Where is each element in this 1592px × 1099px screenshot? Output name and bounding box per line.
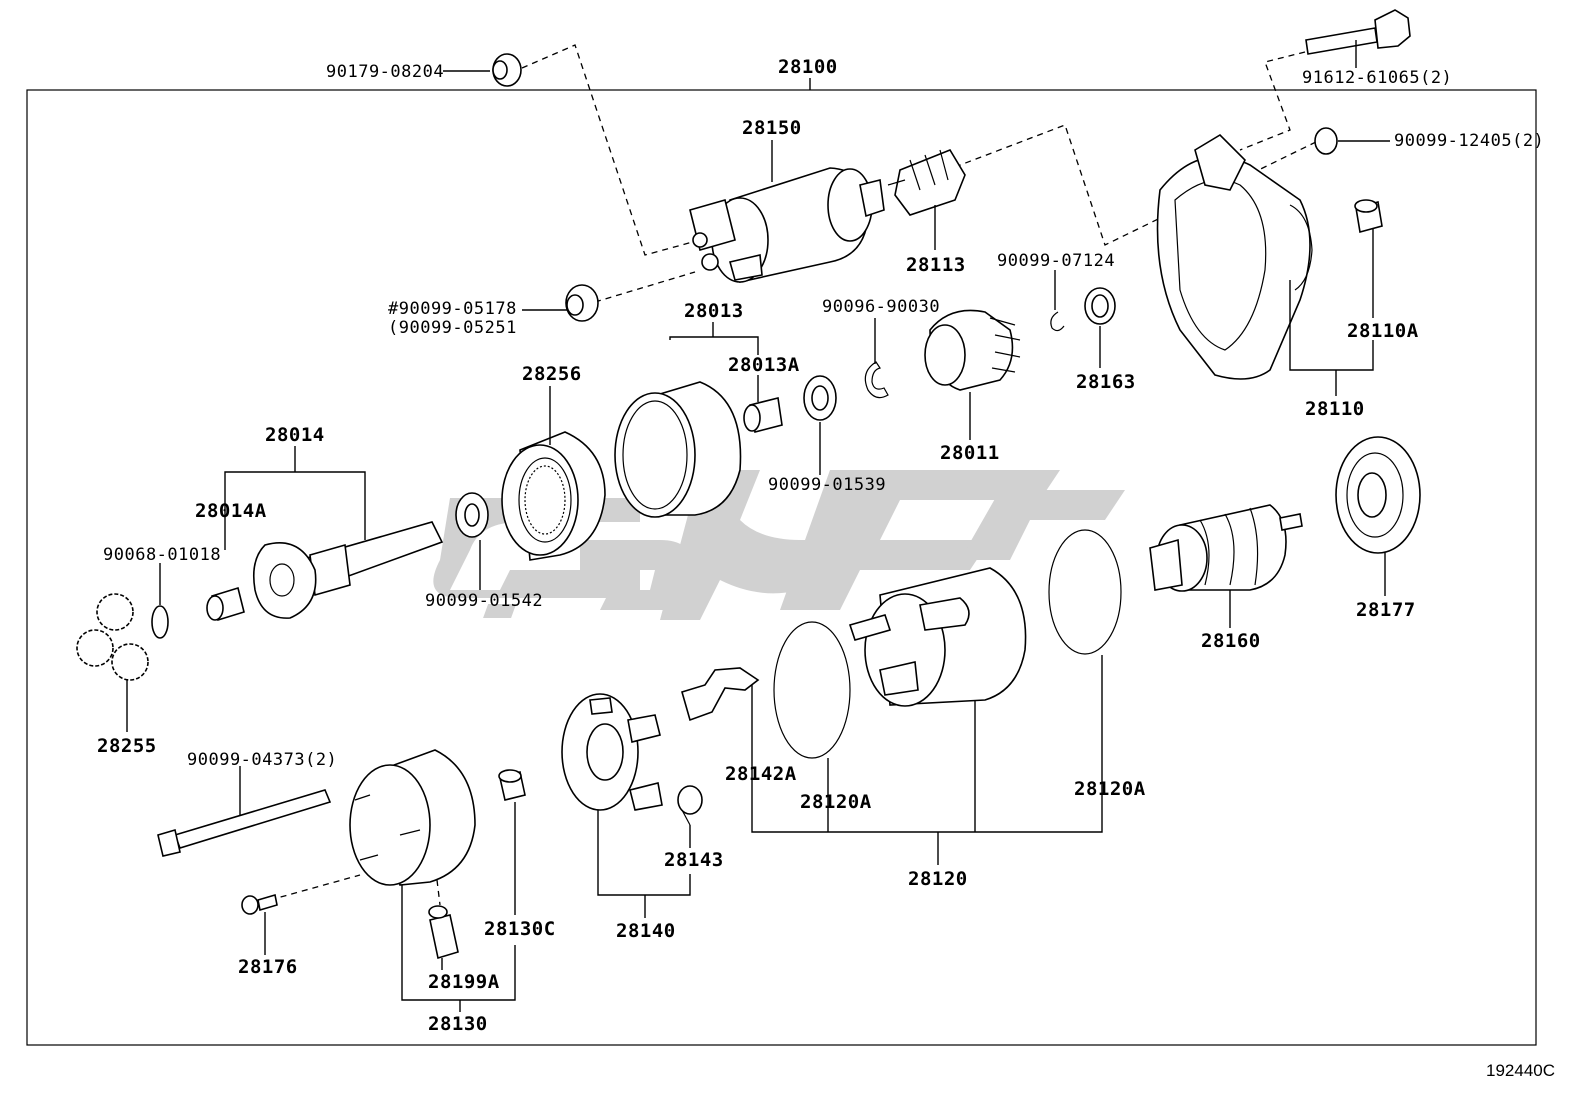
label-90099-07124: 90099-07124: [997, 251, 1115, 271]
label-90099-01542: 90099-01542: [425, 591, 543, 611]
part-90099-01542-washer: [455, 492, 489, 538]
part-28014A-bushing: [206, 586, 245, 622]
part-28199A-terminal: [428, 905, 459, 960]
label-28143: 28143: [664, 849, 724, 871]
part-28113-contact: [887, 149, 966, 216]
part-28011-clutch: [924, 309, 1021, 391]
label-28110: 28110: [1305, 398, 1365, 420]
part-90179-08204-nut: [492, 53, 522, 87]
label-28177: 28177: [1356, 599, 1416, 621]
part-90099-07124-ring: [1050, 311, 1065, 332]
part-28130C-bushing: [498, 769, 526, 801]
label-28130: 28130: [428, 1013, 488, 1035]
label-28100: 28100: [778, 56, 838, 78]
part-28120-yoke: [848, 567, 1027, 707]
leader-lines: [126, 40, 1390, 1012]
label-90179-08204: 90179-08204: [326, 62, 444, 82]
part-28160-armature: [1149, 504, 1303, 592]
label-90099-01539: 90099-01539: [768, 475, 886, 495]
label-90096-90030: 90096-90030: [822, 297, 940, 317]
part-28255-planetary-gears: [76, 593, 149, 681]
label-28163: 28163: [1076, 371, 1136, 393]
part-28013-gear-housing: [614, 381, 742, 518]
label-28150: 28150: [742, 117, 802, 139]
part-90099-05178-bushing: [565, 284, 599, 322]
part-90099-01539-washer: [803, 375, 837, 421]
label-28013: 28013: [684, 300, 744, 322]
part-28176-screw: [241, 893, 278, 915]
label-28142A: 28142A: [725, 763, 797, 785]
label-28255: 28255: [97, 735, 157, 757]
label-28199A: 28199A: [428, 971, 500, 993]
label-28110A: 28110A: [1347, 320, 1419, 342]
part-28140-brush-holder: [561, 693, 663, 811]
label-28113: 28113: [906, 254, 966, 276]
part-28110-housing: [1156, 133, 1313, 380]
label-28120: 28120: [908, 868, 968, 890]
label-28256: 28256: [522, 363, 582, 385]
label-91612-61065: 91612-61065(2): [1302, 68, 1452, 88]
label-28160: 28160: [1201, 630, 1261, 652]
label-28120A-right: 28120A: [1074, 778, 1146, 800]
part-91612-61065-bolt: [1305, 9, 1411, 55]
label-28120A-left: 28120A: [800, 791, 872, 813]
part-28120A-oring-right: [1048, 529, 1122, 655]
part-28150-solenoid: [689, 167, 885, 283]
label-28014A: 28014A: [195, 500, 267, 522]
diagram-id: 192440C: [1486, 1061, 1555, 1080]
label-90099-12405: 90099-12405(2): [1394, 131, 1544, 151]
part-90099-04373-through-bolt: [157, 789, 332, 857]
part-28256-internal-gear: [501, 431, 606, 561]
part-28142A-grommet: [681, 667, 760, 722]
label-90099-04373: 90099-04373(2): [187, 750, 337, 770]
part-28177-cover: [1335, 436, 1421, 554]
part-90068-01018-washer: [151, 605, 169, 639]
part-90099-12405-nut: [1314, 127, 1338, 155]
part-28013A-bushing: [743, 397, 783, 433]
label-90099-05251: (90099-05251: [388, 318, 517, 338]
label-90068-01018: 90068-01018: [103, 545, 221, 565]
part-28120A-oring-left: [773, 621, 851, 759]
part-labels: 90179-08204 28100 91612-61065(2) 90099-1…: [97, 56, 1544, 1035]
part-28163-washer: [1084, 287, 1116, 325]
label-28140: 28140: [616, 920, 676, 942]
part-28014-shaft: [252, 521, 444, 619]
part-28143-spring: [677, 785, 703, 826]
assembly-frame: [26, 89, 1537, 1046]
label-28014: 28014: [265, 424, 325, 446]
label-28011: 28011: [940, 442, 1000, 464]
label-28013A: 28013A: [728, 354, 800, 376]
part-28110A-bushing: [1354, 199, 1383, 234]
label-28176: 28176: [238, 956, 298, 978]
part-28130-end-frame: [349, 749, 476, 886]
label-90099-05178: #90099-05178: [388, 299, 517, 319]
label-28130C: 28130C: [484, 918, 556, 940]
part-90096-90030-ring: [864, 361, 889, 399]
